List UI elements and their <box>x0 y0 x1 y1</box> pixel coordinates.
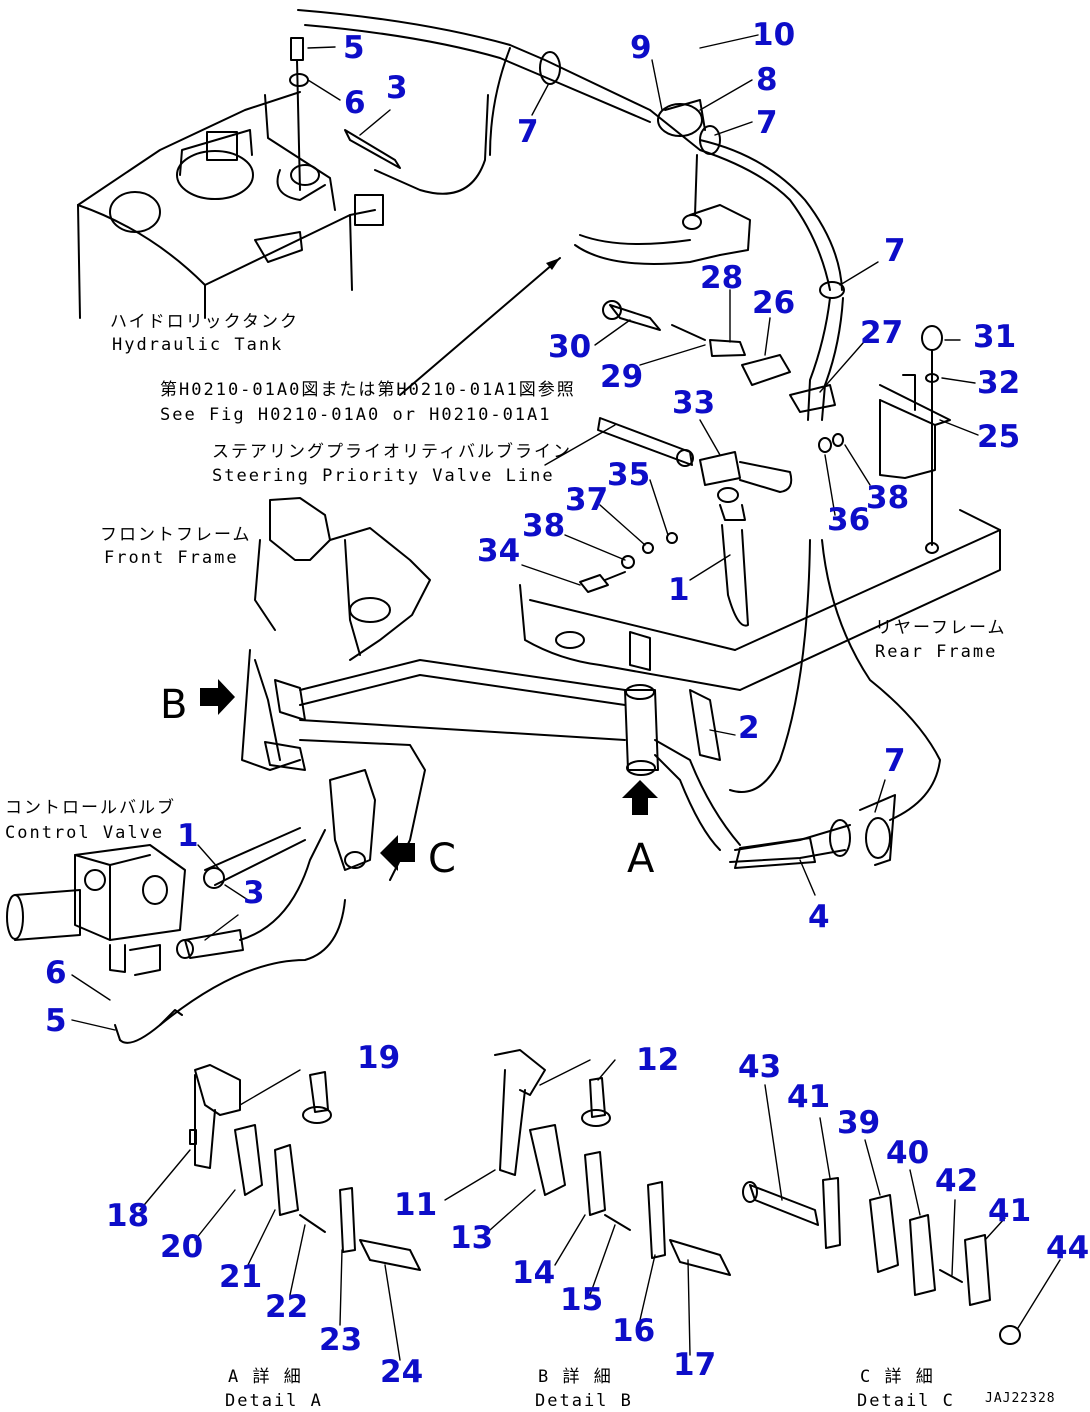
part-number: 40 <box>886 1135 929 1171</box>
figure-reference-label: See Fig H0210-01A0 or H0210-01A1 <box>160 405 552 425</box>
part-number: 10 <box>752 17 795 53</box>
part-number: 19 <box>357 1040 400 1076</box>
part-number: 8 <box>756 62 778 98</box>
part-number: 4 <box>808 899 830 935</box>
part-number: 6 <box>344 85 366 121</box>
part-number: 7 <box>756 105 778 141</box>
part-number: 14 <box>512 1255 555 1291</box>
part-number: 21 <box>219 1259 262 1295</box>
part-number: 9 <box>630 30 652 66</box>
detail-b-parts <box>494 1049 731 1276</box>
hydraulic-tank-label: Hydraulic Tank <box>112 335 283 355</box>
part-number: 27 <box>860 315 903 351</box>
part-number: 3 <box>243 875 265 911</box>
front-frame <box>241 497 896 881</box>
rear-frame-label: Rear Frame <box>875 642 997 662</box>
part-number: 44 <box>1046 1230 1089 1266</box>
part-number: 38 <box>866 480 909 516</box>
part-number: 35 <box>607 457 650 493</box>
hydraulic-tank-label-jp: ハイドロリックタンク <box>110 312 299 332</box>
rear-frame <box>519 509 1001 821</box>
part-number: 42 <box>935 1163 978 1199</box>
part-number: 3 <box>386 70 408 106</box>
view-c-label: C <box>428 836 456 882</box>
hydraulic-tank <box>77 37 401 319</box>
view-b-arrow-icon <box>200 679 235 715</box>
part-number: 17 <box>673 1347 716 1383</box>
part-number: 7 <box>517 114 539 150</box>
part-numbers: 5 6 3 7 9 10 8 7 7 28 26 27 30 29 31 32 … <box>45 17 1089 1390</box>
view-a-label: A <box>627 836 655 882</box>
figure-reference-label-jp: 第H0210-01A0図または第H0210-01A1図参照 <box>160 380 576 400</box>
part-number: 18 <box>106 1198 149 1234</box>
part-number: 39 <box>837 1105 880 1141</box>
front-frame-label-jp: フロントフレーム <box>100 525 252 545</box>
detail-a-label-jp: A 詳 細 <box>228 1367 303 1387</box>
part-number: 11 <box>394 1187 437 1223</box>
detail-c-label: Detail C <box>857 1391 955 1411</box>
detail-a-label: Detail A <box>225 1391 323 1411</box>
part-number: 32 <box>977 365 1020 401</box>
part-number: 7 <box>884 233 906 269</box>
part-number: 38 <box>522 508 565 544</box>
part-number: 24 <box>380 1354 423 1390</box>
detail-c-label-jp: C 詳 細 <box>860 1367 935 1387</box>
part-number: 15 <box>560 1282 603 1318</box>
part-number: 30 <box>548 329 591 365</box>
part-number: 36 <box>827 502 870 538</box>
part-number: 31 <box>973 319 1016 355</box>
leader-lines <box>71 34 1061 1361</box>
part-number: 7 <box>884 743 906 779</box>
part-number: 6 <box>45 955 67 991</box>
view-a-arrow-icon <box>622 780 658 815</box>
drawing-code: JAJ22328 <box>985 1391 1056 1406</box>
part-number: 2 <box>738 710 760 746</box>
control-valve-label-jp: コントロールバルブ <box>5 797 176 818</box>
upper-piping <box>297 9 845 421</box>
part-number: 1 <box>668 572 690 608</box>
part-number: 41 <box>988 1193 1031 1229</box>
part-number: 37 <box>565 482 608 518</box>
part-number: 13 <box>450 1220 493 1256</box>
steering-line-label-jp: ステアリングプライオリティバルブライン <box>212 441 572 462</box>
control-valve <box>6 769 376 1044</box>
part-number: 20 <box>160 1229 203 1265</box>
steering-line-parts <box>579 300 951 627</box>
part-number: 34 <box>477 533 520 569</box>
detail-b-label-jp: B 詳 細 <box>538 1367 613 1387</box>
part-number: 5 <box>45 1003 67 1039</box>
detail-c-parts <box>742 1177 1021 1345</box>
detail-b-label: Detail B <box>535 1391 633 1411</box>
part-number: 33 <box>672 385 715 421</box>
view-b-label: B <box>160 682 187 728</box>
view-arrows <box>200 679 658 871</box>
front-frame-label: Front Frame <box>104 548 239 568</box>
rear-frame-label-jp: リヤーフレーム <box>875 618 1006 638</box>
part-number: 23 <box>319 1322 362 1358</box>
control-valve-label: Control Valve <box>5 823 164 843</box>
part-number: 12 <box>636 1042 679 1078</box>
steering-line-label: Steering Priority Valve Line <box>212 466 555 486</box>
text-labels: ハイドロリックタンク Hydraulic Tank 第H0210-01A0図また… <box>5 312 1056 1411</box>
part-number: 28 <box>700 260 743 296</box>
view-c-arrow-icon <box>380 835 415 871</box>
detail-a-parts <box>189 1064 421 1271</box>
part-number: 5 <box>343 30 365 66</box>
part-number: 16 <box>612 1313 655 1349</box>
part-number: 41 <box>787 1079 830 1115</box>
part-number: 22 <box>265 1289 308 1325</box>
part-number: 25 <box>977 419 1020 455</box>
part-number: 43 <box>738 1049 781 1085</box>
part-number: 1 <box>177 818 199 854</box>
part-number: 26 <box>752 285 795 321</box>
part-number: 29 <box>600 359 643 395</box>
